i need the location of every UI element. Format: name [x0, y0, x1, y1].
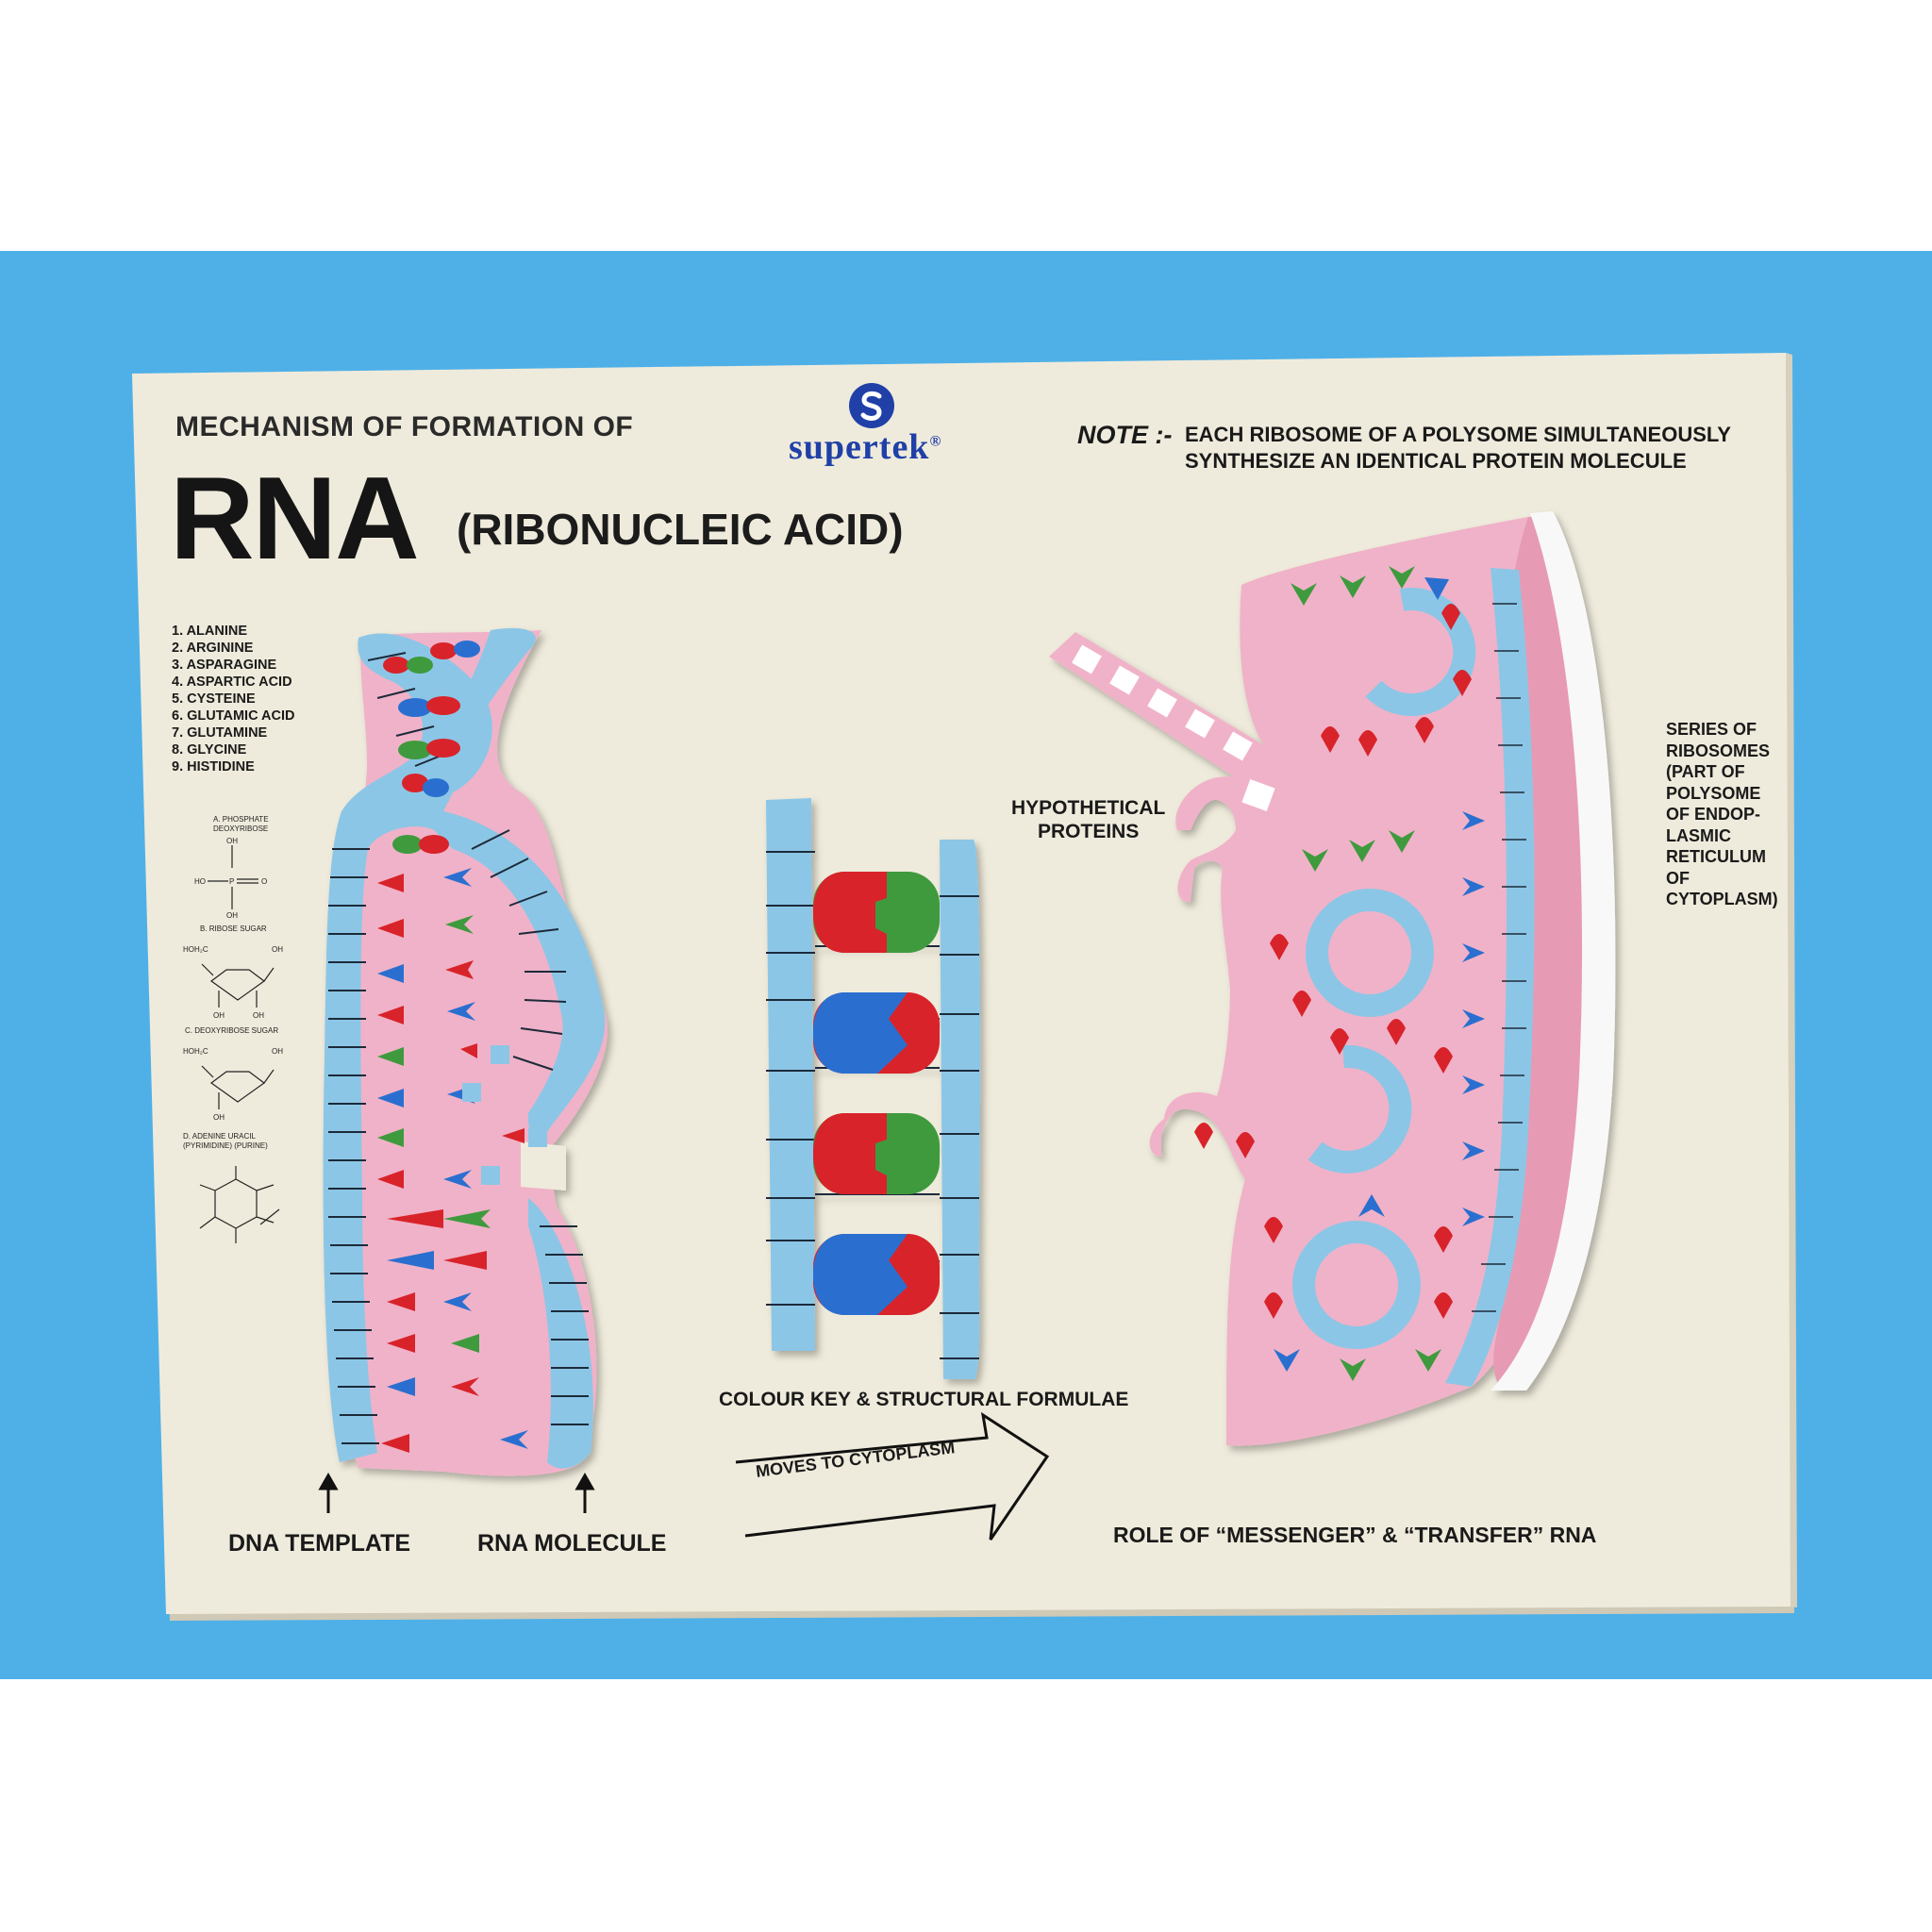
amino-acid-item: 4. ASPARTIC ACID	[172, 675, 292, 690]
diagram-subtitle: (RIBONUCLEIC ACID)	[457, 505, 904, 554]
s-logo-icon	[849, 383, 894, 428]
amino-acid-item: 7. GLUTAMINE	[172, 725, 268, 741]
formula-c-label: C. DEOXYRIBOSE SUGAR	[185, 1026, 279, 1035]
formula-a-oh-top: OH	[226, 837, 238, 845]
diagram-title: RNA	[170, 454, 420, 584]
colour-key-ladder	[766, 798, 981, 1379]
amino-acid-item: 6. GLUTAMIC ACID	[172, 708, 295, 724]
dna-rungs	[328, 652, 589, 1444]
ribosome-rings	[1292, 588, 1476, 1349]
trna-bases	[1194, 566, 1485, 1381]
role-of-rna-label: ROLE OF “MESSENGER” & “TRANSFER” RNA	[1113, 1523, 1597, 1547]
amino-acid-item: 2. ARGININE	[172, 641, 254, 656]
colour-key-label: COLOUR KEY & STRUCTURAL FORMULAE	[719, 1389, 1129, 1410]
formula-b-label: B. RIBOSE SUGAR	[200, 924, 267, 933]
formula-c-oh-bottom: OH	[213, 1113, 225, 1122]
note-line-1: EACH RIBOSOME OF A POLYSOME SIMULTANEOUS…	[1185, 423, 1731, 446]
note-label: NOTE :-	[1077, 421, 1173, 449]
amino-acid-item: 9. HISTIDINE	[172, 759, 255, 774]
formula-b-hoh2c: HOH₂C	[183, 945, 208, 954]
diagram-heading: MECHANISM OF FORMATION OF	[175, 411, 634, 442]
formula-b-oh-1: OH	[213, 1011, 225, 1020]
moves-to-cytoplasm-arrow	[735, 1411, 1050, 1541]
formula-d-label-2: (PYRIMIDINE) (PURINE)	[183, 1141, 268, 1150]
formula-a-ho: HO	[194, 877, 206, 886]
formula-a-p: P	[229, 877, 235, 886]
amino-acid-item: 1. ALANINE	[172, 624, 248, 639]
series-of-ribosomes-label: SERIES OF RIBOSOMES (PART OF POLYSOME OF…	[1666, 720, 1778, 908]
board-edge	[1786, 353, 1797, 1607]
amino-acid-item: 3. ASPARAGINE	[172, 658, 277, 673]
formula-a-o: O	[261, 877, 268, 886]
amino-acid-item: 5. CYSTEINE	[172, 691, 256, 707]
formula-a-label-2: DEOXYRIBOSE	[213, 824, 269, 833]
note-line-2: SYNTHESIZE AN IDENTICAL PROTEIN MOLECULE	[1185, 449, 1687, 473]
ribosome-model	[1049, 511, 1616, 1446]
dna-bases	[377, 641, 547, 1453]
formula-a-label: A. PHOSPHATE	[213, 815, 269, 824]
rna-molecule-label: RNA MOLECULE	[477, 1530, 667, 1557]
base-pairs	[813, 872, 940, 1315]
formula-a-oh-bottom: OH	[226, 911, 238, 920]
template-arrows	[318, 1472, 595, 1513]
formula-b-oh-right: OH	[272, 945, 283, 954]
amino-acid-list: 1. ALANINE 2. ARGININE 3. ASPARAGINE 4. …	[172, 623, 295, 775]
mrna-segments	[1472, 603, 1526, 1312]
formula-b-oh-2: OH	[253, 1011, 264, 1020]
formula-c-oh-right: OH	[272, 1047, 283, 1056]
amino-acid-item: 8. GLYCINE	[172, 742, 247, 758]
registered-mark: ®	[929, 433, 942, 450]
formula-d-label: D. ADENINE URACIL	[183, 1132, 256, 1141]
formula-c-hoh2c: HOH₂C	[183, 1047, 208, 1056]
protein-chain	[1072, 644, 1275, 812]
brand-logo: supertek®	[783, 381, 972, 475]
dna-template-label: DNA TEMPLATE	[228, 1530, 411, 1557]
brand-name: supertek®	[789, 427, 942, 467]
